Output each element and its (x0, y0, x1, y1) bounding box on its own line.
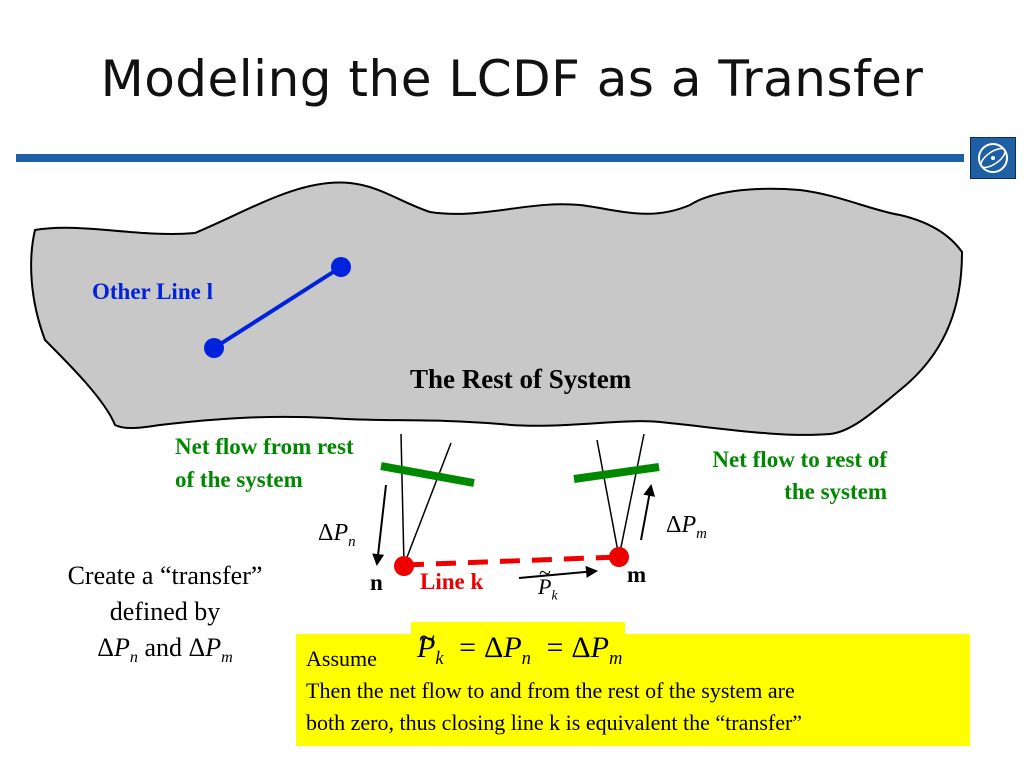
eq-rhs-delta: Δ (571, 631, 591, 664)
eq-lhs-sub: k (435, 648, 444, 669)
flow-line-n-right (403, 442, 452, 566)
other-line-l (212, 265, 343, 350)
p-tilde-k-var: P (538, 574, 552, 599)
side-pn-sub: n (129, 649, 138, 667)
region-label: The Rest of System (410, 364, 632, 394)
assumption-box: Assume Then the net flow to and from the… (296, 634, 970, 746)
tilde-mark: ~ (539, 560, 551, 585)
node-m-dot (609, 547, 629, 567)
assumption-line1: Then the net flow to and from the rest o… (306, 678, 795, 703)
node-n-label: n (370, 570, 383, 595)
eq-equals-2: = (546, 631, 564, 664)
delta-pn-sub: n (348, 533, 356, 550)
p-tilde-k-sub: k (551, 587, 558, 603)
flow-line-n-left (400, 433, 405, 566)
eq-mid-delta: Δ (484, 631, 504, 664)
eq-rhs-var: P (590, 631, 609, 664)
side-note-line2: defined by (109, 597, 221, 626)
side-note-line1: Create a “transfer” (67, 561, 263, 590)
node-m-label: m (627, 562, 647, 587)
eq-equals-1: = (459, 631, 477, 664)
side-and: and (144, 633, 182, 662)
eq-mid-var: P (503, 631, 522, 664)
other-line-label: Other Line l (92, 279, 213, 304)
assume-word: Assume (306, 646, 377, 671)
flow-line-m-left (596, 439, 620, 558)
side-note: Create a “transfer” defined by ΔPn and Δ… (20, 558, 310, 676)
delta-pm-var: P (681, 512, 697, 538)
other-line-end-2 (331, 257, 351, 277)
rest-of-system-region (30, 181, 964, 436)
eq-mid-sub: n (521, 648, 531, 669)
side-pm-var: P (205, 633, 222, 662)
eq-lhs-var: P (417, 631, 436, 664)
delta-pm-delta: Δ (666, 512, 682, 538)
delta-pn-var: P (333, 520, 349, 546)
side-delta-m: Δ (188, 633, 206, 662)
slide-title: Modeling the LCDF as a Transfer (100, 50, 924, 108)
flow-bar-to (573, 463, 660, 483)
other-line-end-1 (204, 338, 224, 358)
p-tilde-k-symbol: ~Pk (538, 560, 558, 603)
net-flow-to-label-2: the system (784, 479, 887, 504)
side-note-line3: ΔPn and ΔPm (20, 630, 310, 676)
net-flow-from-label-2: of the system (175, 467, 303, 492)
delta-pn-arrow (372, 484, 387, 566)
title-rule (16, 154, 964, 162)
delta-pm-arrow (640, 484, 656, 541)
net-flow-from-label-1: Net flow from rest (175, 434, 354, 459)
assumption-equation: ~Pk =ΔPn =ΔPm (411, 622, 625, 674)
p-tilde-k-var-wrap: ~P (538, 560, 552, 599)
flow-line-m-right (618, 433, 645, 558)
eq-tilde-mark: ~ (419, 622, 436, 655)
line-k-label: Line k (420, 569, 484, 594)
side-pn-var: P (113, 633, 130, 662)
eq-rhs-sub: m (608, 648, 623, 669)
delta-pm-symbol: ΔPm (666, 512, 707, 543)
side-pm-sub: m (221, 649, 233, 667)
side-delta-n: Δ (97, 633, 114, 662)
net-flow-to-label-1: Net flow to rest of (712, 447, 887, 472)
delta-pm-sub: m (696, 525, 707, 542)
p-tilde-k-arrow (518, 565, 598, 579)
assumption-line2: both zero, thus closing line k is equiva… (306, 710, 803, 735)
eq-lhs: ~P (417, 622, 436, 664)
delta-pn-delta: Δ (318, 520, 334, 546)
delta-pn-symbol: ΔPn (318, 520, 356, 551)
line-k (403, 554, 620, 568)
node-n-dot (394, 556, 414, 576)
flow-bar-from (380, 462, 475, 487)
globe-orbit-icon (970, 137, 1016, 179)
